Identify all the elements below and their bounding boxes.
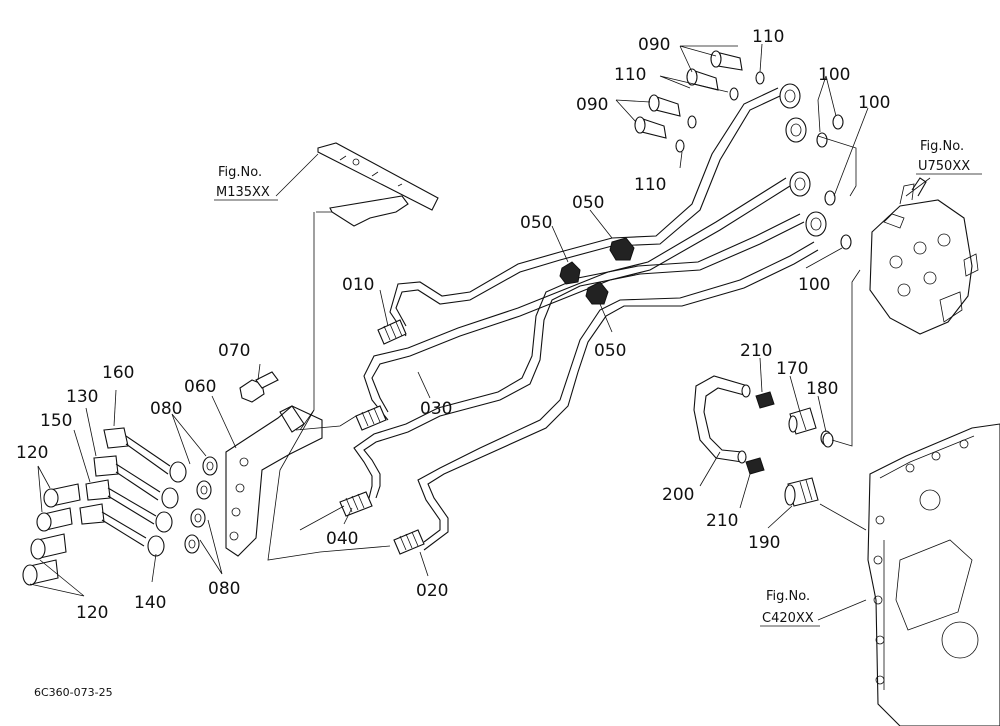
label-110-b: 110 bbox=[614, 65, 646, 85]
fig-ref-m135xx: Fig.No. M135XX bbox=[214, 165, 278, 201]
label-110-c: 110 bbox=[634, 175, 666, 195]
label-210-b: 210 bbox=[706, 511, 738, 531]
nuts-080 bbox=[184, 456, 218, 554]
label-050-c: 050 bbox=[594, 341, 626, 361]
upper-mount-bracket bbox=[299, 142, 439, 431]
fig-ref-u750-line1: Fig.No. bbox=[920, 139, 964, 154]
label-160: 160 bbox=[102, 363, 134, 383]
label-050-b: 050 bbox=[520, 213, 552, 233]
label-070: 070 bbox=[218, 341, 250, 361]
fig-ref-u750xx: Fig.No. U750XX bbox=[916, 139, 982, 175]
label-080-a: 080 bbox=[150, 399, 182, 419]
adapter-pipes-130-150-160 bbox=[79, 427, 187, 557]
control-valve-assembly bbox=[869, 177, 979, 335]
fig-ref-c420-line1: Fig.No. bbox=[766, 589, 810, 604]
hose-200 bbox=[693, 375, 751, 464]
label-040: 040 bbox=[326, 529, 358, 549]
leader-lines bbox=[29, 43, 931, 621]
label-180: 180 bbox=[806, 379, 838, 399]
washers-110 bbox=[675, 71, 765, 153]
label-200: 200 bbox=[662, 485, 694, 505]
transmission-case bbox=[867, 423, 1000, 726]
label-170: 170 bbox=[776, 359, 808, 379]
label-100-c: 100 bbox=[798, 275, 830, 295]
label-090-b: 090 bbox=[576, 95, 608, 115]
drawing-code: 6C360-073-25 bbox=[34, 686, 113, 699]
fig-ref-u750-line2: U750XX bbox=[918, 159, 970, 174]
label-090-a: 090 bbox=[638, 35, 670, 55]
fig-ref-c420-line2: C420XX bbox=[762, 611, 814, 626]
label-190: 190 bbox=[748, 533, 780, 553]
bolt-070 bbox=[239, 371, 279, 403]
clamps-050 bbox=[559, 237, 635, 305]
label-110-a: 110 bbox=[752, 27, 784, 47]
label-030: 030 bbox=[420, 399, 452, 419]
label-100-a: 100 bbox=[818, 65, 850, 85]
o-ring-180 bbox=[822, 432, 834, 448]
adapter-190 bbox=[784, 477, 819, 507]
adapter-170 bbox=[788, 407, 817, 435]
hydraulic-pipes bbox=[353, 87, 819, 551]
hose-clamps-210 bbox=[745, 391, 775, 475]
label-150: 150 bbox=[40, 411, 72, 431]
fig-ref-m135-line2: M135XX bbox=[216, 185, 270, 200]
label-210-a: 210 bbox=[740, 341, 772, 361]
label-100-b: 100 bbox=[858, 93, 890, 113]
fig-ref-c420xx: Fig.No. C420XX bbox=[760, 589, 820, 627]
fig-ref-m135-line1: Fig.No. bbox=[218, 165, 262, 180]
label-060: 060 bbox=[184, 377, 216, 397]
label-050-a: 050 bbox=[572, 193, 604, 213]
banjo-eyes bbox=[779, 83, 827, 237]
label-080-b: 080 bbox=[208, 579, 240, 599]
label-130: 130 bbox=[66, 387, 98, 407]
mounting-bracket-060 bbox=[225, 405, 323, 557]
label-120-b: 120 bbox=[76, 603, 108, 623]
label-120-a: 120 bbox=[16, 443, 48, 463]
part-number-labels: 090 110 110 100 090 100 110 050 050 100 … bbox=[16, 27, 890, 623]
label-020: 020 bbox=[416, 581, 448, 601]
label-010: 010 bbox=[342, 275, 374, 295]
pipe-end-fittings bbox=[339, 319, 425, 555]
quick-couplers-120 bbox=[22, 483, 81, 586]
label-140: 140 bbox=[134, 593, 166, 613]
